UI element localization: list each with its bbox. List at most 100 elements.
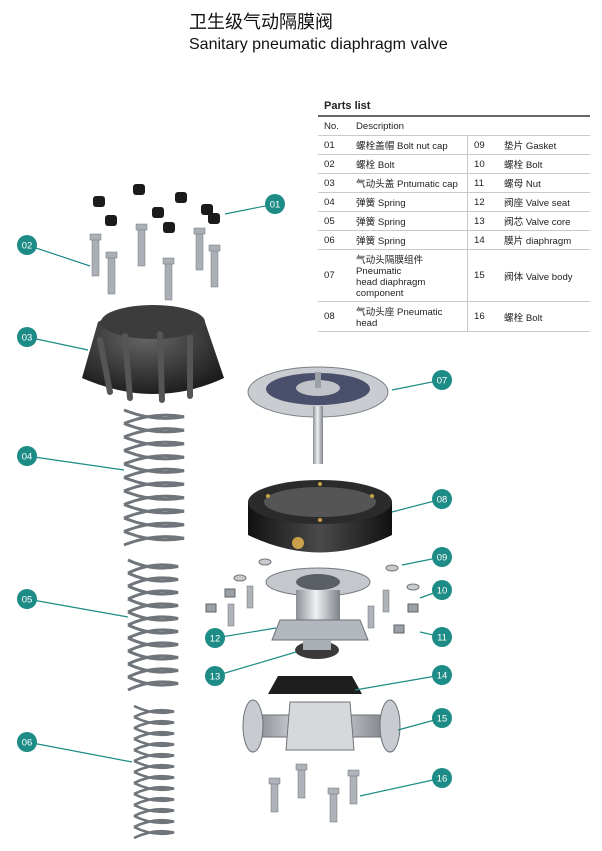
nuts: [205, 588, 419, 634]
callout-leader-13: [214, 651, 297, 677]
callout-leader-04: [26, 455, 125, 471]
parts-cell-desc-b: 阀体 Valve body: [501, 249, 590, 302]
callout-leader-12: [214, 627, 277, 639]
callout-bubble-11: [432, 627, 452, 647]
callout-label-16: 16: [437, 774, 448, 785]
callout-leader-14: [354, 674, 443, 691]
seat-bolts: [227, 585, 390, 629]
callout-leader-03: [26, 336, 89, 351]
valve-seat: [265, 567, 371, 641]
parts-cell-no-a: 02: [318, 154, 353, 174]
parts-cell-desc-b: 螺栓 Bolt: [501, 301, 590, 332]
parts-cell-desc-a: 螺栓 Bolt: [353, 154, 468, 174]
valve-body: [242, 699, 401, 753]
callout-label-03: 03: [22, 333, 33, 344]
parts-cell-no-a: 06: [318, 230, 353, 250]
callout-leader-02: [26, 244, 91, 267]
col-desc-header: Description: [353, 116, 590, 136]
col-no-header: No.: [318, 116, 353, 136]
parts-cell-no-a: 04: [318, 192, 353, 212]
parts-cell-no-a: 03: [318, 173, 353, 193]
parts-cell-no-b: 16: [467, 301, 501, 332]
pneumatic-cap: [82, 305, 224, 403]
callout-bubble-03: [17, 327, 37, 347]
pneumatic-head-base: [248, 480, 392, 553]
parts-cell-no-b: 13: [467, 211, 501, 231]
callout-label-08: 08: [437, 495, 448, 506]
parts-cell-desc-b: 阀座 Valve seat: [501, 192, 590, 212]
callout-bubble-10: [432, 580, 452, 600]
callout-bubble-13: [205, 666, 225, 686]
cap-bolts: [89, 223, 221, 301]
parts-cell-desc-a: 气动头盖 Pntumatic cap: [353, 173, 468, 193]
parts-cell-no-a: 01: [318, 135, 353, 155]
spring-05: [127, 558, 179, 692]
callout-bubble-16: [432, 768, 452, 788]
callout-label-09: 09: [437, 553, 448, 564]
parts-cell-no-b: 14: [467, 230, 501, 250]
callout-label-02: 02: [22, 241, 33, 252]
callout-label-01: 01: [270, 200, 281, 211]
parts-cell-desc-a: 弹簧 Spring: [353, 211, 468, 231]
parts-cell-no-b: 10: [467, 154, 501, 174]
parts-cell-desc-b: 阀芯 Valve core: [501, 211, 590, 231]
parts-cell-no-b: 12: [467, 192, 501, 212]
callout-bubble-01: [265, 194, 285, 214]
callout-label-05: 05: [22, 595, 33, 606]
parts-list-heading: Parts list: [324, 100, 371, 112]
parts-cell-desc-b: 垫片 Gasket: [501, 135, 590, 155]
parts-cell-desc-a: 弹簧 Spring: [353, 230, 468, 250]
callout-label-14: 14: [437, 671, 448, 682]
bolt-nut-caps: [93, 184, 220, 233]
callout-leader-05: [26, 598, 129, 618]
callout-bubble-02: [17, 235, 37, 255]
spring-04: [123, 408, 185, 547]
callout-bubble-14: [432, 665, 452, 685]
diaphragm: [268, 676, 362, 694]
callout-leader-06: [26, 741, 133, 763]
callout-bubble-07: [432, 370, 452, 390]
callout-label-04: 04: [22, 452, 33, 463]
parts-cell-desc-a: 气动头座 Pneumatic head: [353, 301, 468, 332]
parts-cell-no-a: 08: [318, 301, 353, 332]
parts-cell-no-b: 15: [467, 249, 501, 302]
callout-bubble-15: [432, 708, 452, 728]
parts-cell-desc-b: 膜片 diaphragm: [501, 230, 590, 250]
body-bolts: [268, 763, 360, 823]
callout-label-10: 10: [437, 586, 448, 597]
callout-label-13: 13: [210, 672, 221, 683]
title-english: Sanitary pneumatic diaphragm valve: [189, 36, 448, 53]
callout-bubble-04: [17, 446, 37, 466]
parts-cell-desc-a: 螺栓盖帽 Bolt nut cap: [353, 135, 468, 155]
parts-cell-no-a: 05: [318, 211, 353, 231]
parts-cell-desc-b: 螺母 Nut: [501, 173, 590, 193]
callout-bubble-08: [432, 489, 452, 509]
parts-cell-desc-a: 弹簧 Spring: [353, 192, 468, 212]
callout-bubble-05: [17, 589, 37, 609]
parts-cell-no-a: 07: [318, 249, 353, 302]
callout-bubble-09: [432, 547, 452, 567]
callout-label-12: 12: [210, 634, 221, 645]
callout-bubble-12: [205, 628, 225, 648]
valve-core: [295, 640, 339, 659]
parts-cell-no-b: 09: [467, 135, 501, 155]
title-chinese: 卫生级气动隔膜阀: [189, 12, 333, 33]
spring-06: [133, 704, 175, 840]
parts-cell-desc-b: 螺栓 Bolt: [501, 154, 590, 174]
callout-label-15: 15: [437, 714, 448, 725]
pneumatic-head-diaphragm-component: [247, 366, 389, 464]
callout-label-06: 06: [22, 738, 33, 749]
callout-label-07: 07: [437, 376, 448, 387]
